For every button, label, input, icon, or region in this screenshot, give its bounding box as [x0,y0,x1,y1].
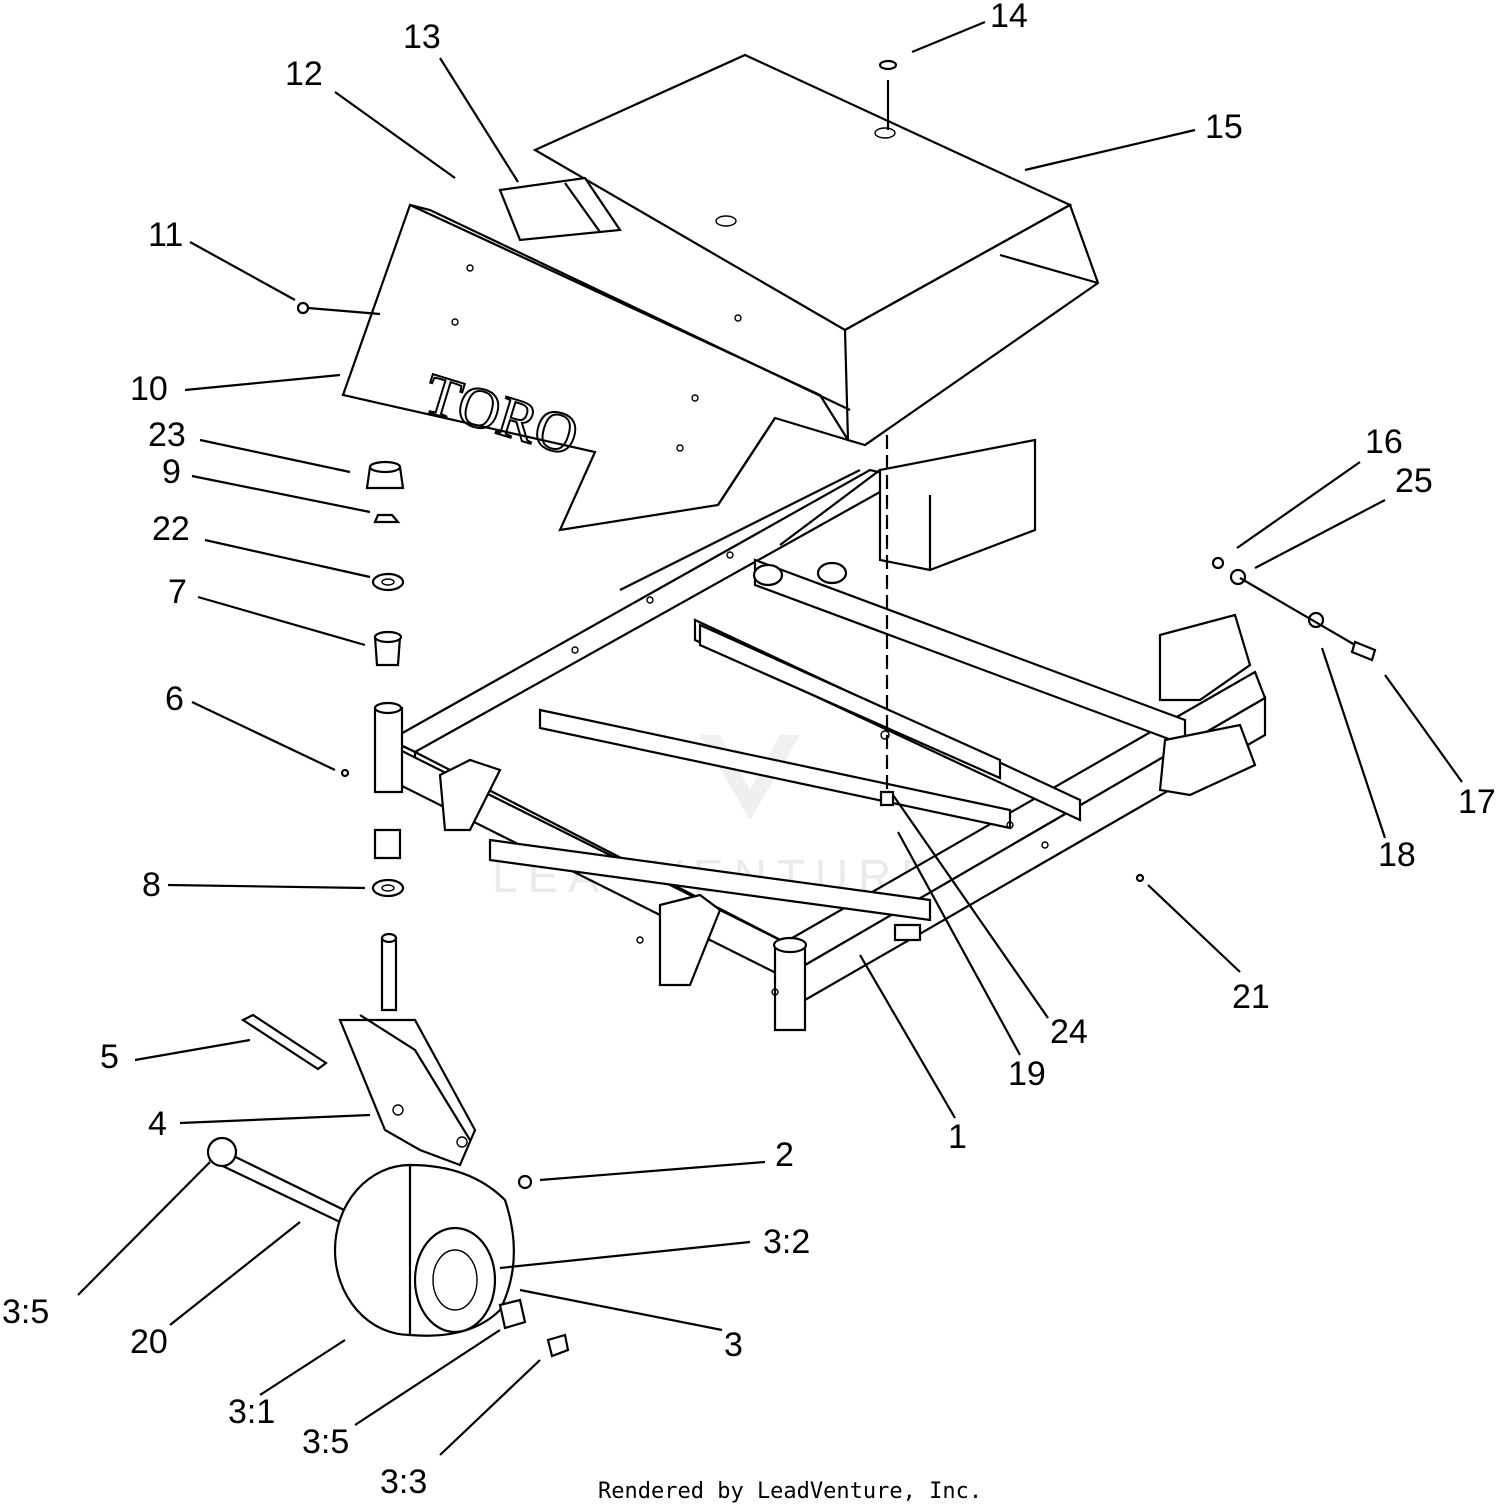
callout-23: 23 [148,416,186,454]
callout-20: 20 [130,1323,168,1361]
callout-3-3: 3:3 [380,1463,427,1501]
callout-3-2: 3:2 [763,1223,810,1261]
leader-3-1 [259,1339,346,1396]
frame [387,438,1267,1032]
leader-21 [1147,884,1241,973]
callout-3-5b: 3:5 [302,1423,349,1461]
leader-15 [1024,128,1196,172]
leader-3-2 [499,1240,751,1270]
callout-25: 25 [1395,462,1433,500]
callout-10: 10 [130,370,168,408]
callout-15: 15 [1205,108,1243,146]
callout-3-1: 3:1 [228,1393,275,1431]
leader-7 [197,595,366,647]
leader-20 [169,1221,301,1326]
leader-9 [191,474,371,514]
right-side-hardware [878,59,1377,883]
callout-9: 9 [162,453,181,491]
leader-22 [204,538,371,579]
leader-13 [439,57,519,183]
callout-3-5a: 3:5 [2,1293,49,1331]
leader-16 [1236,461,1361,549]
seat-panel [532,53,1100,447]
callout-12: 12 [285,55,323,93]
leader-11 [189,241,296,301]
leader-3-3 [439,1359,541,1456]
leader-14 [911,20,986,54]
leader-19 [897,831,1021,1056]
leader-1 [859,954,956,1119]
callout-3: 3 [724,1326,743,1364]
callout-22: 22 [152,510,190,548]
leader-2 [539,1160,766,1182]
callout-6: 6 [165,680,184,718]
caster-fork [240,932,477,1167]
callout-1: 1 [948,1118,967,1156]
callout-18: 18 [1378,836,1416,874]
leader-25 [1254,499,1386,569]
leader-23 [199,438,351,474]
leader-3-5b [354,1329,501,1426]
footer-credit: Rendered by LeadVenture, Inc. [598,1479,982,1504]
leader-10 [184,373,341,392]
callout-8: 8 [142,866,161,904]
callout-4: 4 [148,1105,167,1143]
callout-7: 7 [168,573,187,611]
caster-wheel [206,1136,570,1358]
leader-5 [134,1038,251,1062]
callout-2: 2 [775,1136,794,1174]
caster-hardware-stack [296,301,405,898]
callout-16: 16 [1365,423,1403,461]
leader-17 [1384,674,1463,783]
callout-5: 5 [100,1038,119,1076]
callout-14: 14 [990,0,1028,35]
leader-18 [1320,647,1387,839]
callout-21: 21 [1232,978,1270,1016]
callout-11: 11 [148,216,183,254]
callout-17: 17 [1458,783,1496,821]
leader-24 [892,794,1049,1019]
leader-3-5a [77,1161,211,1296]
callout-19: 19 [1008,1055,1046,1093]
leader-3 [519,1288,723,1332]
callout-24: 24 [1050,1013,1088,1051]
leader-6 [191,701,336,771]
leader-4 [179,1113,371,1125]
leader-lines [77,20,1463,1456]
callout-13: 13 [403,18,441,56]
leader-12 [334,91,456,179]
leader-8 [167,883,366,890]
